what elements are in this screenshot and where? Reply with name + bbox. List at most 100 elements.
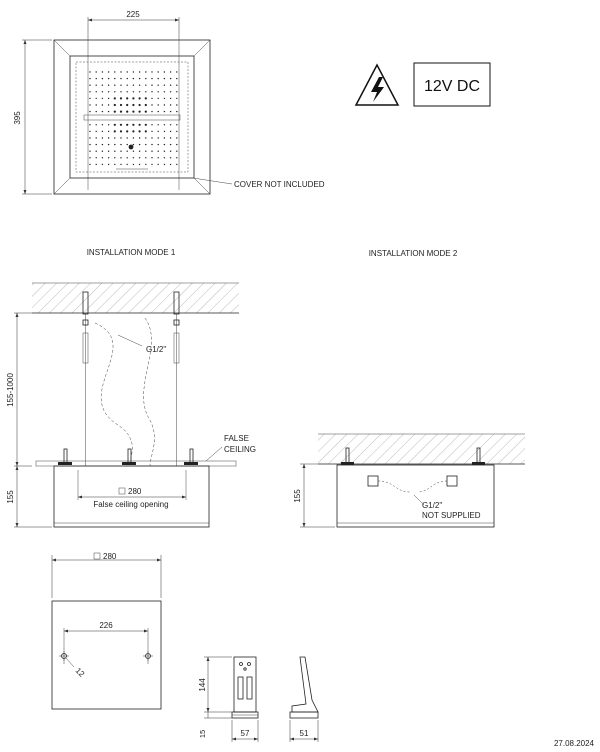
nozzle-dot [169,130,172,133]
nozzle-dot [126,150,128,152]
nozzle-dot [95,84,97,86]
nozzle-dot [145,137,147,139]
nozzle-dot [157,130,159,133]
cutout-view: 280 226 12 [51,552,162,710]
nozzle-dot [144,97,147,100]
nozzle-dot [114,163,116,166]
nozzle-dot [176,104,178,106]
nozzle-dot [107,71,110,73]
nozzle-dot [163,137,166,139]
nozzle-dot [89,150,91,152]
mode1-title: INSTALLATION MODE 1 [87,248,176,257]
nozzle-dot [145,91,147,93]
nozzle-dot [163,71,166,73]
nozzle-dot [89,91,91,93]
nozzle-dot [101,143,104,146]
nozzle-dot [145,163,147,166]
nozzle-dot [95,150,97,152]
nozzle-dot [89,77,91,80]
nozzle-dot [132,157,135,159]
top-side-dimension: 395 [13,39,52,195]
nozzle-dot [132,137,135,139]
nozzle-dot [151,150,153,152]
mode2-fitting-right [446,475,458,487]
nozzle-dot [157,124,159,126]
nozzle-dot [176,77,178,80]
nozzle-dot [169,150,172,152]
nozzle-dot [114,157,116,159]
nozzle-dot [119,97,123,100]
nozzle-dot [176,71,178,73]
nozzle-dot [126,123,129,126]
mode2-body-dim: 155 [293,489,302,503]
nozzle-dot [151,130,153,133]
mode1-ceiling-slab [32,283,239,313]
nozzle-dot [145,84,147,86]
nozzle-dot [176,150,178,152]
nozzle-dot [176,143,178,146]
nozzle-dot [138,157,141,159]
nozzle-dot [95,91,97,93]
nozzle-dot [95,110,97,113]
nozzle-dot [176,157,178,159]
nozzle-dot [120,150,122,152]
mode1-body-dim: 155 [6,490,15,504]
nozzle-dot [144,103,147,107]
nozzle-dot [126,71,128,73]
nozzle-dot [95,104,97,106]
nozzle-dot [107,124,110,126]
nozzle-dot [163,110,166,113]
nozzle-dot [101,124,104,126]
nozzle-dot [120,163,122,166]
nozzle-dot [120,143,122,146]
nozzle-dot [169,157,172,159]
nozzle-dot [107,130,110,133]
nozzle-dot [132,91,135,93]
nozzle-dot [114,137,116,139]
nozzle-dot [169,71,172,73]
nozzle-dot [132,150,135,152]
nozzle-dot [144,123,147,126]
nozzle-dot [107,143,110,146]
nozzle-dot [132,130,135,133]
nozzle-dot [113,130,116,133]
nozzle-dot [107,91,110,93]
nozzle-dot [95,163,97,166]
nozzle-dot [151,97,153,100]
nozzle-dot [95,77,97,80]
nozzle-dot [126,77,128,80]
nozzle-dot [132,123,135,126]
nozzle-dot [120,157,122,159]
mode1-hose-left [94,322,133,467]
nozzle-dot [120,84,122,86]
nozzle-dot [107,163,110,166]
nozzle-dot [113,123,116,126]
nozzle-dot [157,110,159,113]
bracket-side-view: 51 [289,656,319,742]
nozzle-dot [89,143,91,146]
nozzle-dot [151,104,153,106]
nozzle-dot [138,97,141,100]
nozzle-dot [119,103,123,107]
nozzle-dot [163,104,166,106]
nozzle-dot [107,77,110,80]
mode2-title: INSTALLATION MODE 2 [369,249,458,258]
nozzle-dot [157,91,159,93]
nozzle-dot [114,91,116,93]
nozzle-dot [126,163,128,166]
nozzle-dot [157,97,159,100]
mode2-fitting-left [367,475,379,487]
nozzle-dot [132,163,135,166]
nozzle-dot [138,84,141,86]
nozzle-dot [113,97,116,100]
bracket-height-dim: 144 [198,678,207,692]
top-width-value: 225 [126,10,140,19]
nozzle-dot [151,91,153,93]
nozzle-dot [95,157,97,159]
nozzle-dot [176,163,178,166]
nozzle-dot [101,104,104,106]
nozzle-dot [151,124,153,126]
nozzle-dot [101,97,104,100]
high-voltage-icon [354,63,400,106]
mode2-ceiling-slab [318,434,525,464]
